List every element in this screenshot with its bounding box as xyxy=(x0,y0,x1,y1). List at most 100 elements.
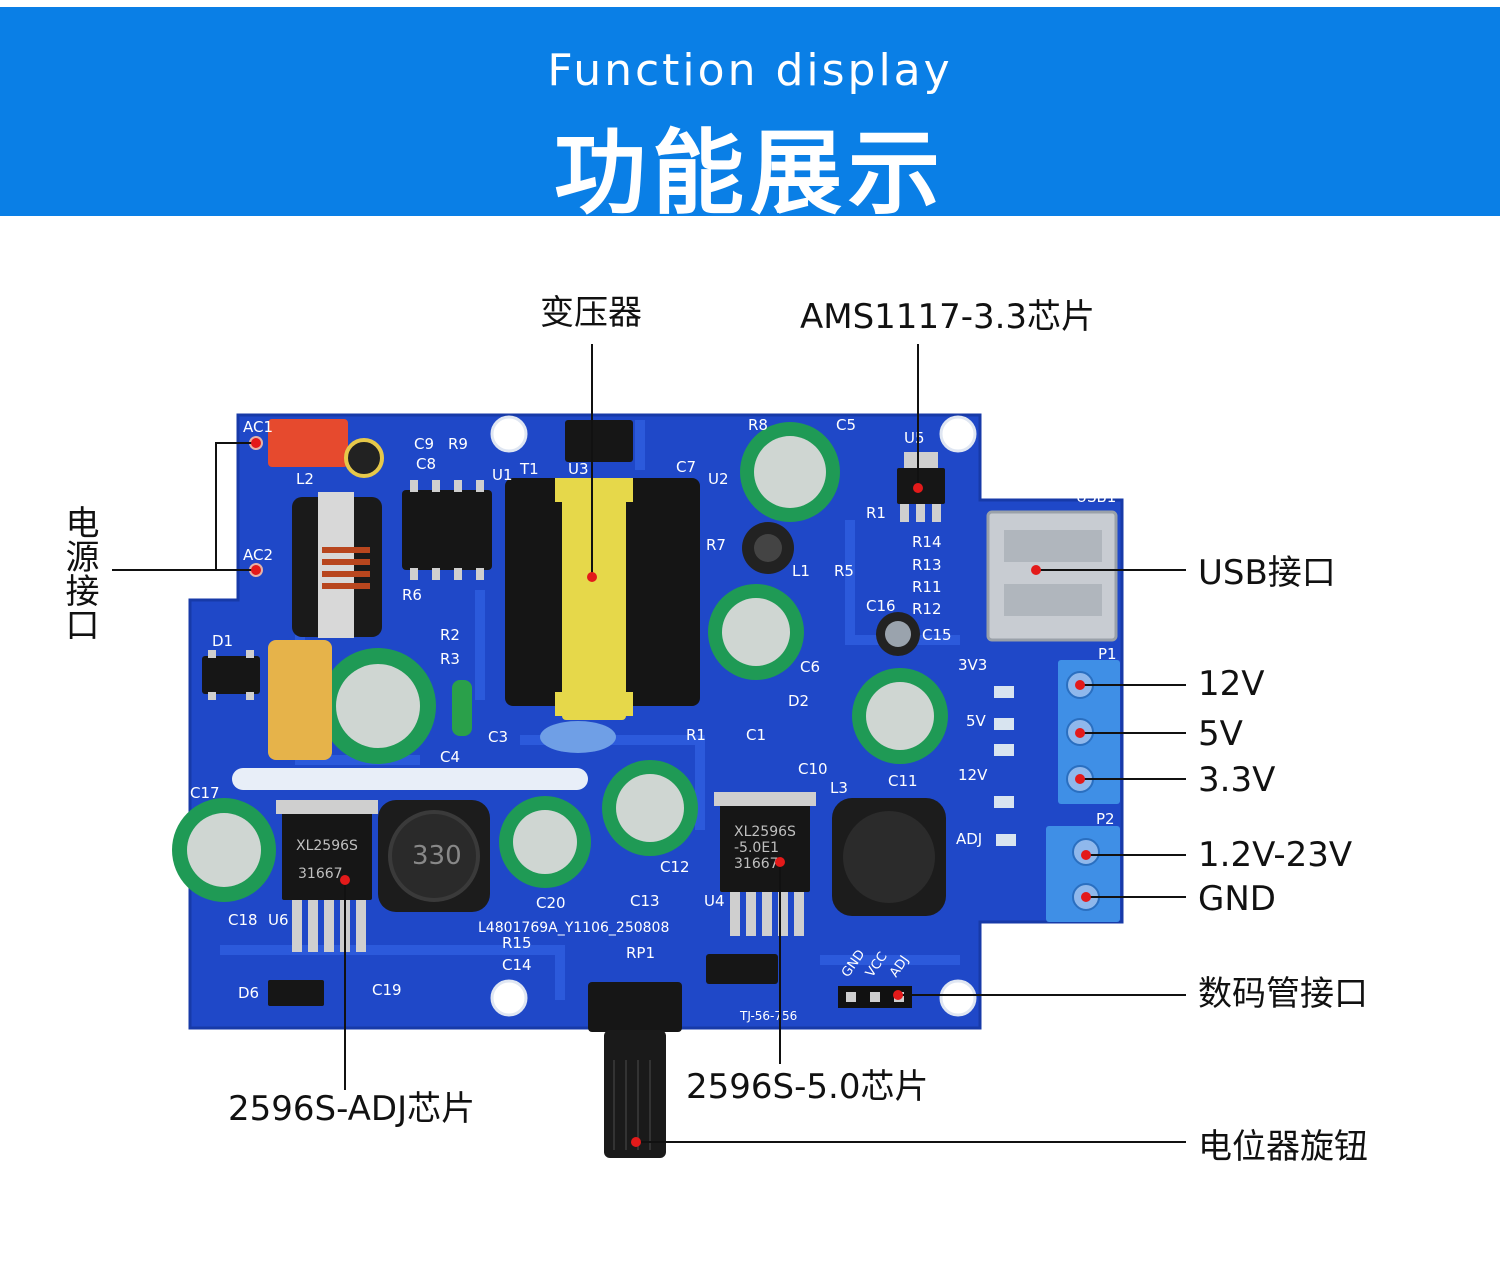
label-gnd: GND xyxy=(1198,879,1276,919)
label-fixed-chip: 2596S-5.0芯片 xyxy=(686,1067,929,1107)
silk-u1: U1 xyxy=(492,466,513,484)
chip-fix-mark-1: XL2596S xyxy=(734,824,796,840)
banner-title-en: Function display xyxy=(547,45,953,96)
silk-usb1: USB1 xyxy=(1076,488,1116,506)
silk-3v3: 3V3 xyxy=(958,656,987,674)
chip-adj-mark-2: 31667 xyxy=(298,866,343,882)
silk-r9: R9 xyxy=(448,435,468,453)
silk-u5: U5 xyxy=(904,429,925,447)
label-5v: 5V xyxy=(1198,714,1243,754)
silk-ac2: AC2 xyxy=(243,546,273,564)
chip-xl2596-adj xyxy=(282,808,372,900)
silk-l1: L1 xyxy=(792,562,810,580)
callout-markers xyxy=(251,438,1091,1147)
silk-c14: C14 xyxy=(502,956,532,974)
silk-r5: R5 xyxy=(834,562,854,580)
label-adj-range: 1.2V-23V xyxy=(1198,835,1353,875)
silk-c5: C5 xyxy=(836,416,856,434)
silk-c18: C18 xyxy=(228,911,258,929)
silk-c10: C10 xyxy=(798,760,828,778)
silk-c13: C13 xyxy=(630,892,660,910)
silk-r8: R8 xyxy=(748,416,768,434)
mounting-holes xyxy=(490,415,977,1017)
silk-d2: D2 xyxy=(788,692,809,710)
y-capacitor xyxy=(540,721,616,753)
label-12v: 12V xyxy=(1198,664,1265,704)
transformer-core xyxy=(562,478,626,720)
silk-p2: P2 xyxy=(1096,810,1115,828)
silk-r1-top: R1 xyxy=(866,504,886,522)
silk-r14: R14 xyxy=(912,533,942,551)
silk-c4: C4 xyxy=(440,748,460,766)
silk-r7: R7 xyxy=(706,536,726,554)
inductor-code: 330 xyxy=(412,841,462,871)
fuse xyxy=(268,419,348,467)
bridge-d1 xyxy=(202,656,260,694)
silk-c7: C7 xyxy=(676,458,696,476)
capacitors xyxy=(172,422,948,902)
label-display-port: 数码管接口 xyxy=(1198,974,1368,1014)
silk-c11: C11 xyxy=(888,772,918,790)
diode-d2 xyxy=(706,954,778,984)
chip-adj-mark-1: XL2596S xyxy=(296,838,358,854)
chip-fix-mark-3: 31667 xyxy=(734,856,779,872)
label-usb-port: USB接口 xyxy=(1198,553,1336,593)
x-capacitor xyxy=(268,640,332,760)
label-power-port: 电源接口 xyxy=(59,505,99,641)
silk-adj-led: ADJ xyxy=(956,830,982,848)
label-pot-knob: 电位器旋钮 xyxy=(1198,1127,1368,1167)
silk-tj: TJ-56-756 xyxy=(739,1009,797,1023)
chip-u1 xyxy=(402,490,492,570)
silk-u3: U3 xyxy=(568,460,589,478)
silk-r13: R13 xyxy=(912,556,942,574)
silk-c1: C1 xyxy=(746,726,766,744)
potentiometer-body xyxy=(588,982,682,1032)
silk-t1: T1 xyxy=(519,460,539,478)
chip-u3 xyxy=(565,420,633,462)
diode-d6 xyxy=(268,980,324,1006)
silk-l2: L2 xyxy=(296,470,314,488)
silk-c9: C9 xyxy=(414,435,434,453)
label-transformer: 变压器 xyxy=(540,293,642,333)
silk-r12: R12 xyxy=(912,600,942,618)
silk-u4: U4 xyxy=(704,892,725,910)
silk-12v: 12V xyxy=(958,766,988,784)
silk-u6: U6 xyxy=(268,911,289,929)
label-adj-chip: 2596S-ADJ芯片 xyxy=(228,1089,476,1129)
silk-c8: C8 xyxy=(416,455,436,473)
silk-u2: U2 xyxy=(708,470,729,488)
film-cap-green xyxy=(452,680,472,736)
silk-d6: D6 xyxy=(238,984,259,1002)
silk-r2: R2 xyxy=(440,626,460,644)
board-slot xyxy=(232,768,588,790)
silk-r11: R11 xyxy=(912,578,942,596)
cap-small-top-left xyxy=(344,438,384,478)
silk-5v: 5V xyxy=(966,712,987,730)
silk-l3: L3 xyxy=(830,779,848,797)
silk-c6: C6 xyxy=(800,658,820,676)
silk-rp1: RP1 xyxy=(626,944,655,962)
silk-board-id: L4801769A_Y1106_250808 xyxy=(478,920,669,936)
silk-p1: P1 xyxy=(1098,645,1117,663)
header-banner: Function display 功能展示 xyxy=(0,7,1500,227)
silk-c20: C20 xyxy=(536,894,566,912)
chip-xl2596-5v xyxy=(720,800,810,892)
chip-fix-mark-2: -5.0E1 xyxy=(734,840,779,856)
banner-title-cn: 功能展示 xyxy=(553,120,946,227)
label-ams-chip: AMS1117-3.3芯片 xyxy=(800,297,1096,337)
silk-c12: C12 xyxy=(660,858,690,876)
silk-r1: R1 xyxy=(686,726,706,744)
silk-c3: C3 xyxy=(488,728,508,746)
label-3v3: 3.3V xyxy=(1198,760,1276,800)
silk-c15: C15 xyxy=(922,626,952,644)
silk-c16: C16 xyxy=(866,597,896,615)
silk-r15: R15 xyxy=(502,934,532,952)
silk-d1: D1 xyxy=(212,632,233,650)
silk-c19: C19 xyxy=(372,981,402,999)
silk-ac1: AC1 xyxy=(243,418,273,436)
callout-lines xyxy=(112,344,1186,1143)
silk-r6: R6 xyxy=(402,586,422,604)
silk-r3: R3 xyxy=(440,650,460,668)
silk-c17: C17 xyxy=(190,784,220,802)
